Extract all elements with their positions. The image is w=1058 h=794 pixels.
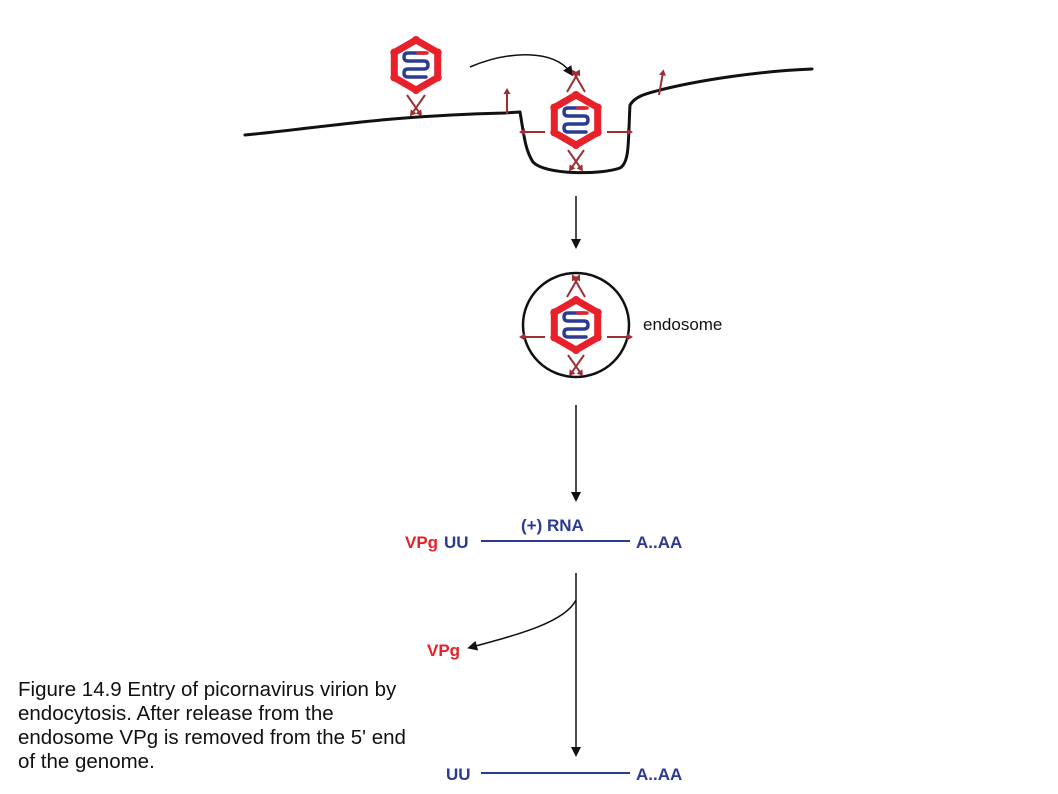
polya-label-top: A..AA (636, 533, 682, 552)
plasma-membrane (243, 67, 814, 175)
endosome-label: endosome (643, 315, 722, 334)
arrow-vpg-removal (467, 599, 577, 651)
uu-label-top: UU (444, 533, 469, 552)
vpg-label-released: VPg (427, 641, 460, 660)
virion-in-endosome (518, 271, 634, 380)
endosome-membrane (521, 271, 631, 379)
vpg-label-genome: VPg (405, 533, 438, 552)
receptor-free-left (502, 87, 512, 115)
virion-free (390, 36, 441, 120)
virion-in-pit (518, 66, 634, 175)
rna-strand-label: (+) RNA (521, 516, 584, 535)
polya-label-bottom: A..AA (636, 765, 682, 784)
uu-label-bottom: UU (446, 765, 471, 784)
arrow-binding (469, 54, 573, 77)
figure-caption: Figure 14.9 Entry of picornavirus virion… (18, 678, 406, 773)
